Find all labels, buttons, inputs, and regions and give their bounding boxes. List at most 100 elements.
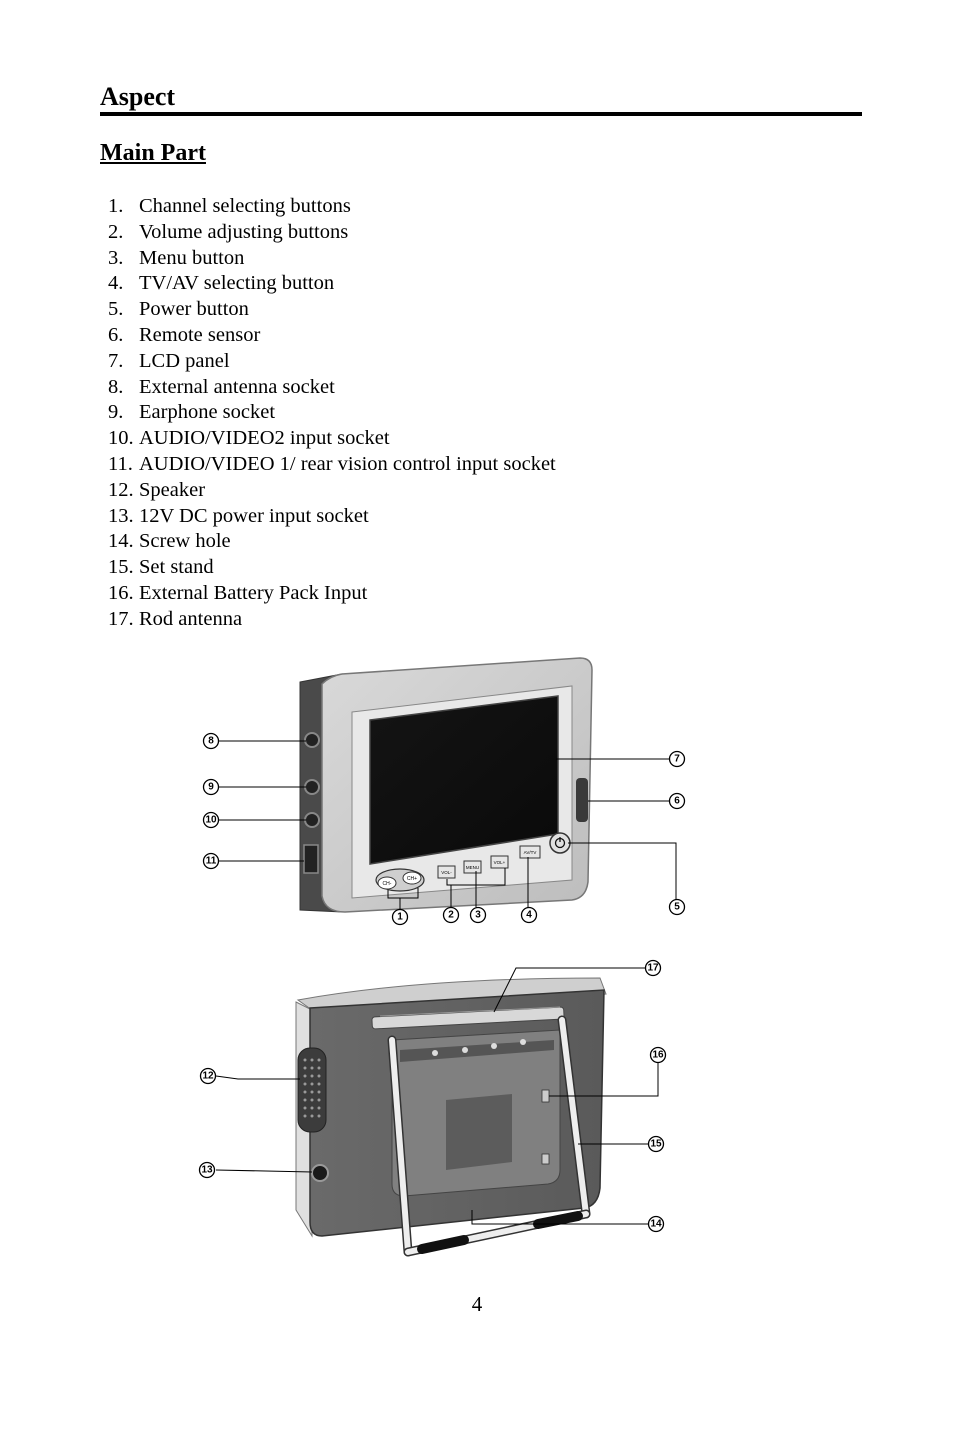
lcd-panel — [369, 695, 559, 865]
speaker-holes — [303, 1058, 321, 1118]
tv-av-button — [519, 845, 541, 859]
list-item: 7.LCD panel — [108, 349, 556, 375]
svg-text:MENU: MENU — [466, 865, 479, 870]
list-item: 13.12V DC power input socket — [108, 504, 556, 530]
callout-9: 9 — [202, 778, 220, 796]
callout-2: 2 — [442, 906, 460, 924]
part-label: External Battery Pack Input — [139, 581, 368, 604]
power-button — [549, 832, 571, 854]
svg-text:7: 7 — [674, 754, 680, 765]
svg-text:14: 14 — [650, 1219, 662, 1230]
set-stand — [387, 1015, 591, 1257]
parts-list: 1.Channel selecting buttons 2.Volume adj… — [108, 194, 556, 633]
callout-13: 13 — [198, 1161, 216, 1179]
callout-17: 17 — [644, 959, 662, 977]
part-label: Set stand — [139, 556, 214, 579]
part-label: Remote sensor — [139, 323, 261, 346]
svg-text:3: 3 — [475, 910, 481, 921]
part-label: Rod antenna — [139, 607, 243, 630]
external-antenna-socket — [304, 732, 320, 748]
part-label: Speaker — [139, 478, 206, 501]
callout-3: 3 — [469, 906, 487, 924]
part-label: Volume adjusting buttons — [139, 220, 349, 243]
part-label: TV/AV selecting button — [139, 272, 335, 295]
svg-text:6: 6 — [674, 796, 680, 807]
section-title: Aspect — [100, 82, 862, 116]
svg-text:VOL-: VOL- — [441, 870, 452, 875]
svg-text:15: 15 — [650, 1139, 662, 1150]
part-label: Earphone socket — [139, 401, 276, 424]
svg-text:CH-: CH- — [383, 881, 392, 887]
list-item: 2.Volume adjusting buttons — [108, 220, 556, 246]
list-item: 6.Remote sensor — [108, 323, 556, 349]
front-leaders — [219, 740, 677, 909]
list-item: 14.Screw hole — [108, 529, 556, 555]
svg-text:5: 5 — [674, 902, 680, 913]
callout-10: 10 — [202, 811, 220, 829]
part-label: Menu button — [139, 246, 245, 269]
callout-8: 8 — [202, 732, 220, 750]
list-item: 10.AUDIO/VIDEO2 input socket — [108, 426, 556, 452]
list-item: 9.Earphone socket — [108, 400, 556, 426]
callout-11: 11 — [202, 852, 220, 870]
svg-text:8: 8 — [208, 736, 214, 747]
part-label: 12V DC power input socket — [139, 504, 369, 527]
svg-text:16: 16 — [652, 1050, 664, 1061]
rear-callouts: 12 13 14 15 16 17 — [198, 959, 667, 1233]
svg-text:AV/TV: AV/TV — [524, 850, 537, 855]
callout-6: 6 — [668, 792, 686, 810]
rear-leaders — [215, 967, 659, 1225]
callout-4: 4 — [520, 906, 538, 924]
svg-text:CH+: CH+ — [407, 876, 417, 882]
front-callouts: 1 2 3 4 5 6 7 8 9 10 11 — [202, 732, 686, 926]
list-item: 11.AUDIO/VIDEO 1/ rear vision control in… — [108, 452, 556, 478]
svg-text:4: 4 — [526, 910, 532, 921]
list-item: 16.External Battery Pack Input — [108, 581, 556, 607]
callout-14: 14 — [647, 1215, 665, 1233]
list-item: 5.Power button — [108, 297, 556, 323]
svg-text:11: 11 — [206, 856, 217, 867]
callout-15: 15 — [647, 1135, 665, 1153]
part-label: Screw hole — [139, 530, 231, 553]
front-tv-unit: CH- CH+ VOL- MENU VOL+ AV/TV — [299, 657, 593, 913]
svg-text:2: 2 — [448, 910, 454, 921]
callout-5: 5 — [668, 898, 686, 916]
part-label: Channel selecting buttons — [139, 195, 351, 217]
callout-12: 12 — [199, 1067, 217, 1085]
volume-up-button — [490, 855, 509, 869]
part-label: External antenna socket — [139, 375, 335, 398]
page-number: 4 — [471, 1292, 483, 1316]
part-label: Power button — [139, 298, 249, 321]
callout-1: 1 — [391, 908, 409, 926]
svg-text:9: 9 — [208, 782, 214, 793]
rear-tv-unit — [295, 977, 607, 1257]
remote-sensor — [576, 778, 588, 822]
svg-text:VOL+: VOL+ — [494, 860, 506, 865]
part-label: AUDIO/VIDEO2 input socket — [139, 427, 390, 450]
dc-power-socket — [311, 1164, 329, 1182]
list-item: 1.Channel selecting buttons — [108, 194, 556, 220]
list-item: 8.External antenna socket — [108, 375, 556, 401]
svg-text:17: 17 — [647, 963, 659, 974]
list-item: 12.Speaker — [108, 478, 556, 504]
callout-7: 7 — [668, 750, 686, 768]
svg-text:12: 12 — [202, 1071, 214, 1082]
list-item: 4.TV/AV selecting button — [108, 271, 556, 297]
battery-pack-input — [541, 1089, 550, 1103]
list-item: 15.Set stand — [108, 555, 556, 581]
menu-button — [463, 860, 482, 874]
list-item: 17.Rod antenna — [108, 607, 556, 633]
callout-16: 16 — [649, 1046, 667, 1064]
svg-text:10: 10 — [205, 815, 217, 826]
av1-input-socket — [303, 844, 319, 874]
subsection-title: Main Part — [100, 140, 206, 166]
volume-down-button — [437, 865, 456, 879]
av2-input-socket — [304, 812, 320, 828]
part-label: AUDIO/VIDEO 1/ rear vision control input… — [139, 452, 556, 475]
svg-text:13: 13 — [201, 1165, 213, 1176]
svg-text:1: 1 — [397, 912, 403, 923]
list-item: 3.Menu button — [108, 246, 556, 272]
earphone-socket — [304, 779, 320, 795]
part-label: LCD panel — [139, 349, 230, 372]
